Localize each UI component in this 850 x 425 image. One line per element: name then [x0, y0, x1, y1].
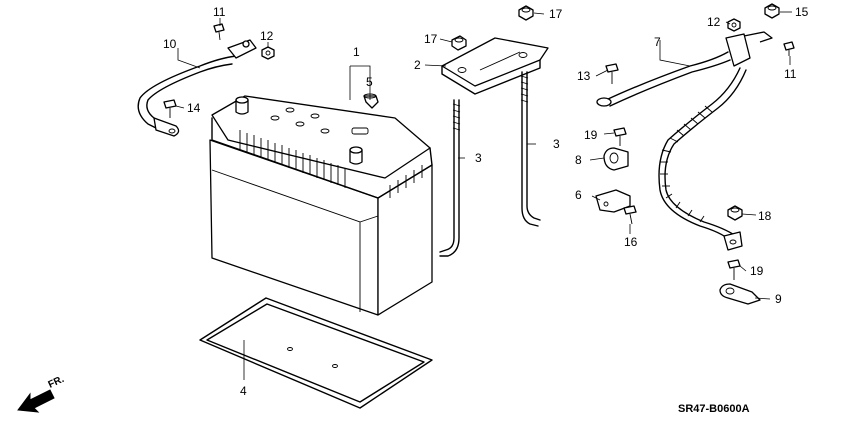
callout-14: 14 [187, 101, 201, 115]
battery [209, 95, 433, 316]
bolt-11-left [213, 23, 225, 41]
clamp-8 [603, 147, 629, 171]
callout-19-upper: 19 [584, 128, 598, 142]
terminal-9 [719, 283, 761, 305]
callout-15: 15 [795, 5, 809, 19]
callout-4: 4 [240, 384, 247, 398]
callout-10: 10 [163, 37, 177, 51]
callout-5: 5 [366, 75, 373, 89]
callout-12-left: 12 [260, 29, 274, 43]
front-direction-marker: FR. [17, 374, 66, 413]
callout-8: 8 [575, 153, 582, 167]
callout-3-left: 3 [475, 151, 482, 165]
callout-7: 7 [654, 35, 661, 49]
nut-17-left [451, 35, 467, 51]
front-arrow-icon [17, 389, 55, 413]
clip-5 [363, 93, 379, 109]
holder-bolt-right [520, 71, 541, 227]
callout-13: 13 [577, 69, 591, 83]
callout-16: 16 [624, 235, 638, 249]
nut-17-top [518, 5, 534, 21]
diagram-code: SR47-B0600A [678, 403, 750, 415]
callout-12-right: 12 [707, 15, 721, 29]
callout-9: 9 [775, 292, 782, 306]
callout-labels: 1 2 3 3 4 5 6 7 8 9 10 11 11 12 12 13 14… [163, 5, 809, 398]
battery-terminal-right [349, 146, 363, 165]
positive-cable [596, 31, 773, 251]
battery-tray [199, 297, 433, 409]
battery-holder [441, 37, 549, 95]
callout-11-right: 11 [784, 67, 797, 81]
nut-15 [764, 3, 780, 19]
negative-cable [137, 39, 257, 137]
bolt-11-right [783, 41, 795, 56]
bracket-6 [595, 189, 631, 213]
callout-17-top: 17 [549, 7, 563, 21]
bolt-14 [163, 99, 177, 118]
nut-12-left [261, 46, 275, 60]
bolt-13 [605, 63, 619, 84]
callout-1: 1 [353, 45, 360, 59]
callout-6: 6 [575, 188, 582, 202]
bolt-16 [623, 205, 637, 225]
callout-2: 2 [414, 58, 421, 72]
bolt-19-upper [613, 127, 627, 146]
nut-18 [727, 205, 743, 221]
callout-19-lower: 19 [750, 264, 764, 278]
callout-3-right: 3 [553, 137, 560, 151]
bolt-19-lower [727, 259, 741, 280]
front-marker-label: FR. [47, 374, 66, 391]
callout-17-left: 17 [424, 32, 438, 46]
leader-lines [175, 11, 792, 380]
callout-11-left: 11 [213, 5, 226, 19]
callout-18: 18 [758, 209, 772, 223]
holder-bolt-left [439, 99, 461, 257]
battery-terminal-left [235, 96, 249, 115]
nut-12-right [727, 18, 741, 32]
